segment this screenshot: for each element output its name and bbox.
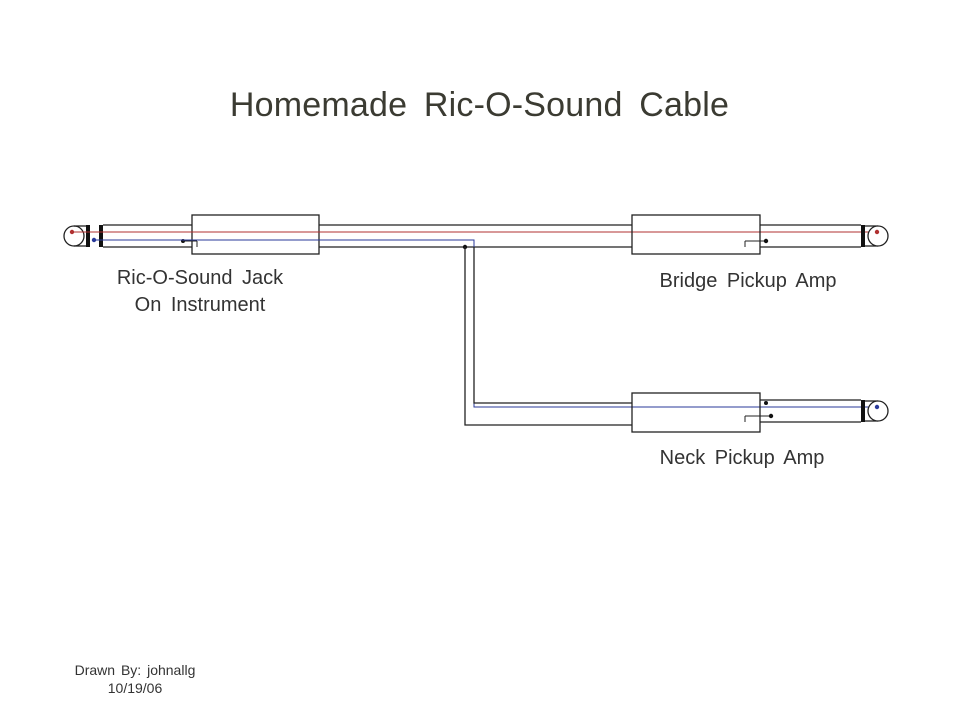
neck-plug-body [631,392,761,433]
bridge-plug-body [631,214,761,255]
neck-plug [631,392,889,433]
neck-plug-signal-dot [764,401,768,405]
ros-plug-tip [63,225,85,247]
neck-plug-tip [867,400,889,422]
credit-block: Drawn By: johnallg 10/19/06 [50,661,220,697]
bridge-pickup-label: Bridge Pickup Amp [659,270,837,292]
bridge-plug-red-dot [874,229,880,235]
neck-pickup-label: Neck Pickup Amp [659,447,825,469]
neck-plug-blue-dot [874,404,880,410]
drawn-by-text: Drawn By: johnallg [74,662,196,678]
drawn-date-text: 10/19/06 [107,680,163,696]
bridge-plug-insulator [861,225,865,247]
ros-plug-body [191,214,320,255]
diagram-title: Homemade Ric-O-Sound Cable [229,86,730,124]
ros-plug [63,214,320,255]
bridge-plug [631,214,889,255]
neck-plug-ground-dot [768,413,774,419]
ros-plug-insulator-2 [99,225,103,247]
bridge-plug-tip [867,225,889,247]
ros-plug-insulator-1 [86,225,90,247]
neck-branch-outer [464,247,632,426]
neck-plug-insulator [861,400,865,422]
bridge-plug-ground-dot [763,238,769,244]
ros-jack-label-line2: On Instrument [134,294,266,316]
ros-jack-label-line1: Ric-O-Sound Jack [116,267,284,289]
ros-jack-label: Ric-O-Sound Jack On Instrument [80,265,320,319]
neck-branch-inner [473,247,632,404]
